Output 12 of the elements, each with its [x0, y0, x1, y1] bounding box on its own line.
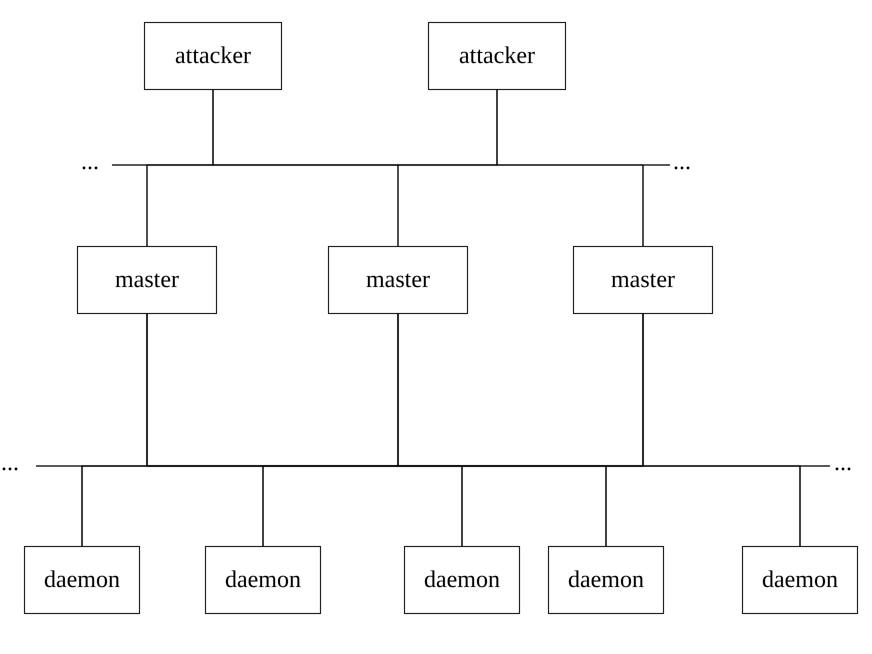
node-box: daemon — [205, 546, 321, 614]
connector-line — [496, 90, 644, 246]
node-box: master — [77, 246, 217, 314]
node-box: attacker — [144, 22, 282, 90]
node-box: master — [328, 246, 468, 314]
node-box: attacker — [428, 22, 566, 90]
node-box: daemon — [742, 546, 858, 614]
connector-line — [642, 314, 801, 546]
node-box: master — [573, 246, 713, 314]
node-box: daemon — [24, 546, 140, 614]
node-box: daemon — [404, 546, 520, 614]
node-box: daemon — [548, 546, 664, 614]
